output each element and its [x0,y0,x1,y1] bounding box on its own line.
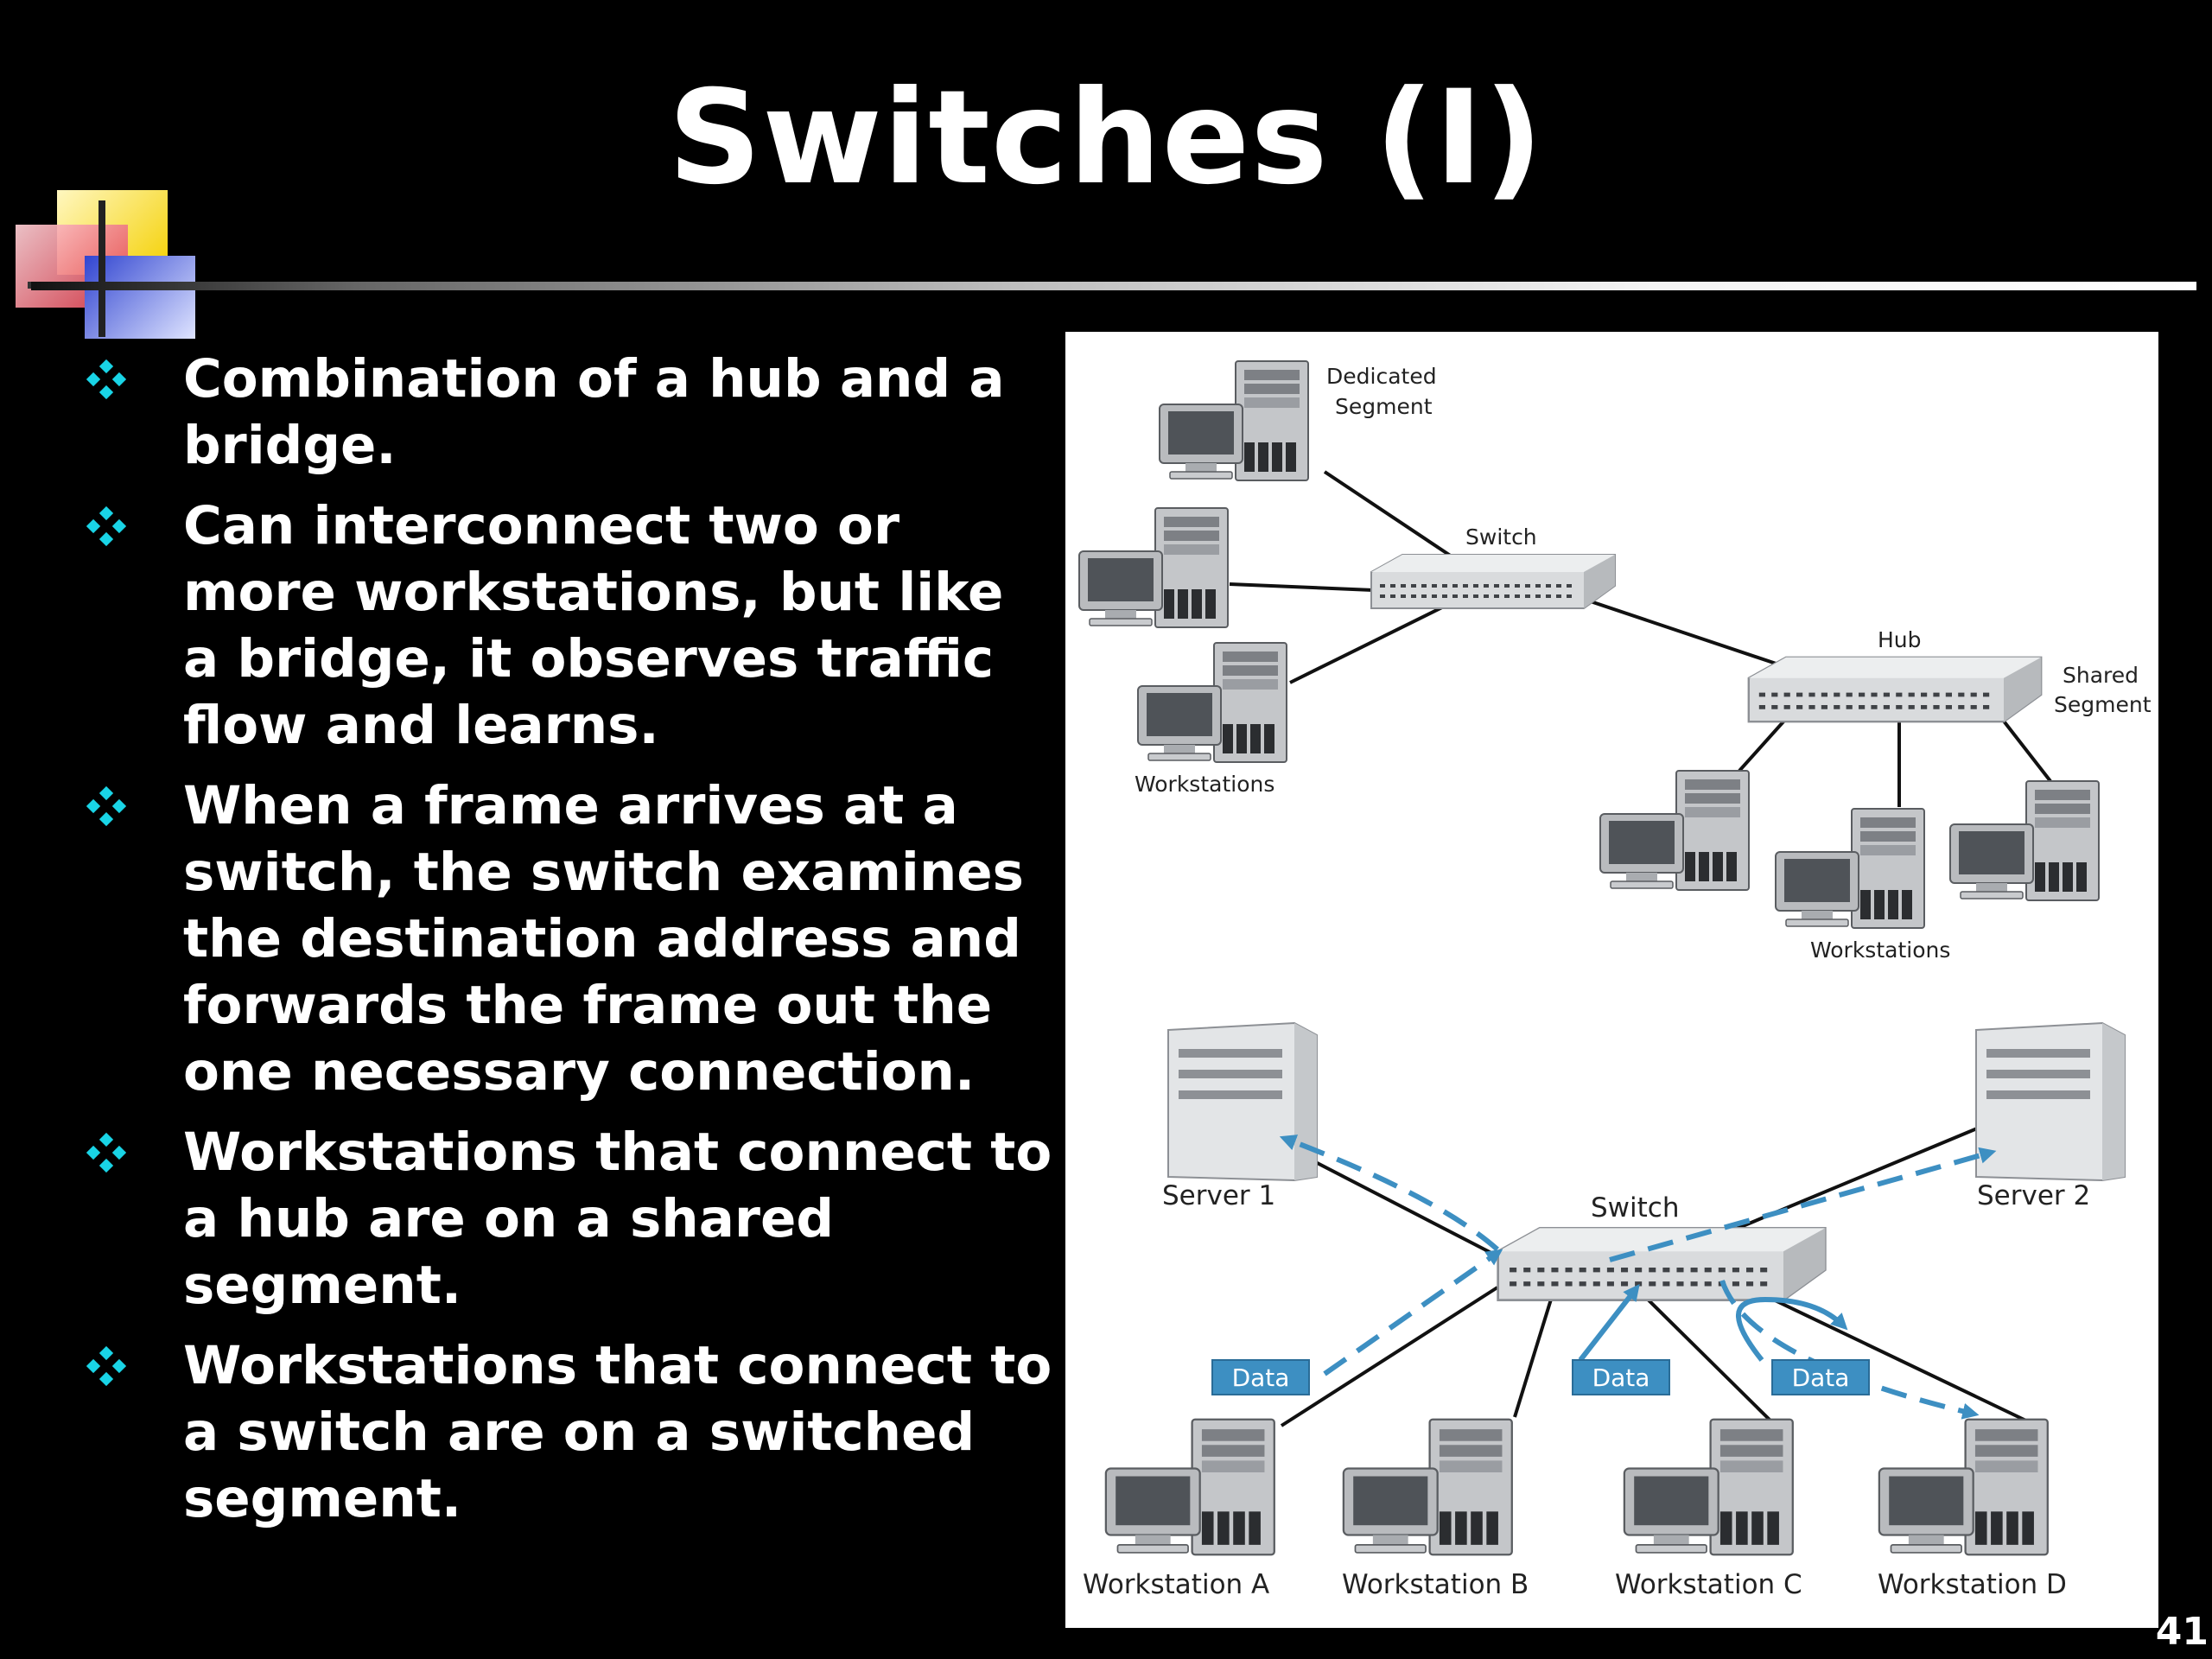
logo-vertical-line [99,200,105,337]
switch-top-label: Switch [1465,524,1537,550]
bullet-item: Workstations that connect to a switch ar… [86,1332,1054,1532]
diamond-bullet-icon [86,786,126,826]
dedicated-segment-label-line1: Dedicated [1326,364,1437,389]
hub-label: Hub [1878,627,1922,652]
workstation-a-icon [1104,1418,1275,1556]
slide-title: Switches (I) [668,63,1544,213]
data-flow-arrows-solid [1578,1283,1848,1362]
workstation-c-icon [1623,1418,1794,1556]
data-tag: Data [1771,1359,1870,1395]
server-2-label: Server 2 [1977,1180,2090,1211]
data-tag: Data [1211,1359,1310,1395]
dedicated-segment-label-line2: Segment [1335,394,1433,419]
data-tag-label: Data [1792,1363,1850,1392]
data-arrow-c-to-switch [1736,1296,1848,1362]
hub-icon [1749,658,2041,721]
dedicated-workstation-icon [1159,360,1309,481]
bullet-text: Workstations that connect to a switch ar… [183,1335,1052,1529]
data-arrow-to-server-2 [1609,1147,1997,1262]
hub-workstation-icon [1599,770,1750,891]
data-tag: Data [1572,1359,1670,1395]
page-number: 41 [2155,1610,2209,1654]
hub-workstation-icon [1775,808,1925,929]
data-tag-label: Data [1232,1363,1290,1392]
switch-top-icon [1370,553,1617,610]
workstation-d-label: Workstation D [1878,1569,2067,1600]
bullet-text: When a frame arrives at a switch, the sw… [183,775,1024,1103]
title-divider [31,282,2196,290]
bullet-text: Combination of a hub and a bridge. [183,348,1005,476]
hub-workstation-icon [1949,780,2100,901]
bullet-item: Can interconnect two or more workstation… [86,493,1054,759]
workstation-a-label: Workstation A [1083,1569,1269,1600]
shared-segment-label-line2: Segment [2054,692,2152,717]
data-flow-arrows [1279,1135,1997,1420]
data-arrow-to-workstation-d [1719,1280,1980,1420]
network-diagram-panel: Dedicated Segment Switch Hub Shared Segm… [1065,332,2158,1628]
bullet-text: Can interconnect two or more workstation… [183,495,1004,756]
bullet-item: Combination of a hub and a bridge. [86,346,1054,479]
server-2-icon [1975,1022,2126,1181]
workstation-icon [1137,642,1287,763]
diamond-bullet-icon [86,1346,126,1386]
switch-bottom-icon [1498,1228,1826,1300]
bullet-item: When a frame arrives at a switch, the sw… [86,772,1054,1105]
slide-logo [16,188,197,340]
diamond-bullet-icon [86,506,126,546]
shared-segment-label-line1: Shared [2063,663,2139,688]
data-arrow-b-to-switch [1578,1283,1640,1362]
workstation-b-icon [1342,1418,1513,1556]
switch-bottom-label: Switch [1591,1192,1680,1224]
bullet-item: Workstations that connect to a hub are o… [86,1119,1054,1319]
data-arrow-a-to-switch [1323,1249,1503,1376]
workstation-d-icon [1878,1418,2049,1556]
server-1-icon [1167,1022,1318,1181]
bullet-text: Workstations that connect to a hub are o… [183,1122,1052,1316]
workstations-right-label: Workstations [1810,938,1950,963]
data-arrow-to-server-1 [1279,1135,1499,1252]
workstation-icon [1078,507,1229,628]
top-links [1229,470,2052,807]
network-diagram: Dedicated Segment Switch Hub Shared Segm… [1078,360,2152,1600]
workstation-c-label: Workstation C [1615,1569,1802,1600]
workstations-left-label: Workstations [1135,772,1274,797]
diamond-bullet-icon [86,359,126,399]
diamond-bullet-icon [86,1133,126,1173]
workstation-b-label: Workstation B [1342,1569,1529,1600]
server-1-label: Server 1 [1162,1180,1275,1211]
data-tag-label: Data [1592,1363,1650,1392]
bullet-list: Combination of a hub and a bridge. Can i… [86,346,1054,1546]
